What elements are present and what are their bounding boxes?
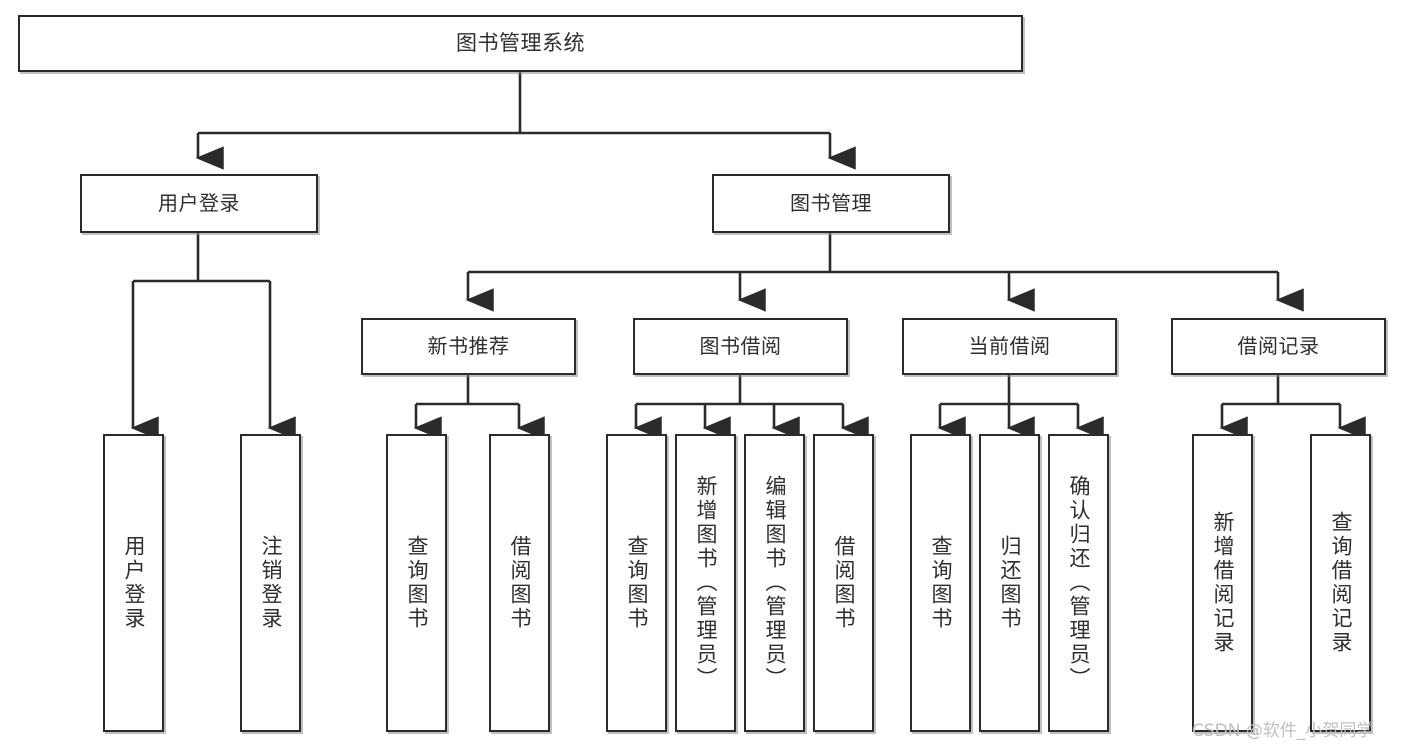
node-label: 查询借阅记录 [1329,511,1353,655]
node-label: 图书借阅 [699,333,782,358]
node-new-book-recommend[interactable]: 新书推荐 [361,318,576,375]
node-label: 借阅图书 [832,535,856,631]
node-label: 图书管理 [790,190,872,215]
leaf-new-book-borrow[interactable]: 借阅图书 [489,434,550,732]
node-label: 当前借阅 [968,333,1051,358]
node-book-borrow[interactable]: 图书借阅 [633,318,848,375]
node-label: 归还图书 [998,535,1022,631]
node-root-book-management-system[interactable]: 图书管理系统 [18,15,1023,72]
leaf-user-login-signout[interactable]: 注销登录 [240,434,301,732]
node-label: 查询图书 [929,535,953,631]
leaf-record-add-borrow-record[interactable]: 新增借阅记录 [1192,434,1253,732]
node-label: 借阅图书 [508,535,532,631]
csdn-watermark: CSDN @软件_小贺同学 [1192,721,1374,741]
node-label: 注销登录 [259,535,283,631]
node-label: 确认归还（管理员） [1067,475,1091,691]
leaf-borrow-query-book[interactable]: 查询图书 [606,434,667,732]
node-current-borrow[interactable]: 当前借阅 [902,318,1117,375]
node-label: 用户登录 [158,190,240,215]
node-label: 查询图书 [405,535,429,631]
leaf-borrow-edit-book-admin[interactable]: 编辑图书（管理员） [744,434,805,732]
leaf-user-login-signin[interactable]: 用户登录 [103,434,164,732]
leaf-current-confirm-return-admin[interactable]: 确认归还（管理员） [1048,434,1109,732]
leaf-current-return-book[interactable]: 归还图书 [979,434,1040,732]
node-label: 新书推荐 [427,333,510,358]
leaf-current-query-book[interactable]: 查询图书 [910,434,971,732]
node-label: 新增借阅记录 [1211,511,1235,655]
leaf-borrow-borrow-book[interactable]: 借阅图书 [813,434,874,732]
node-label: 借阅记录 [1237,333,1320,358]
leaf-borrow-add-book-admin[interactable]: 新增图书（管理员） [675,434,736,732]
node-label: 查询图书 [625,535,649,631]
node-label: 编辑图书（管理员） [763,475,787,691]
node-label: 用户登录 [122,535,146,631]
node-borrow-record[interactable]: 借阅记录 [1171,318,1386,375]
node-label: 图书管理系统 [456,31,585,56]
node-label: 新增图书（管理员） [694,475,718,691]
leaf-new-book-query[interactable]: 查询图书 [386,434,447,732]
node-book-management[interactable]: 图书管理 [712,174,950,233]
leaf-record-query-borrow-record[interactable]: 查询借阅记录 [1310,434,1371,732]
node-user-login[interactable]: 用户登录 [80,174,318,233]
